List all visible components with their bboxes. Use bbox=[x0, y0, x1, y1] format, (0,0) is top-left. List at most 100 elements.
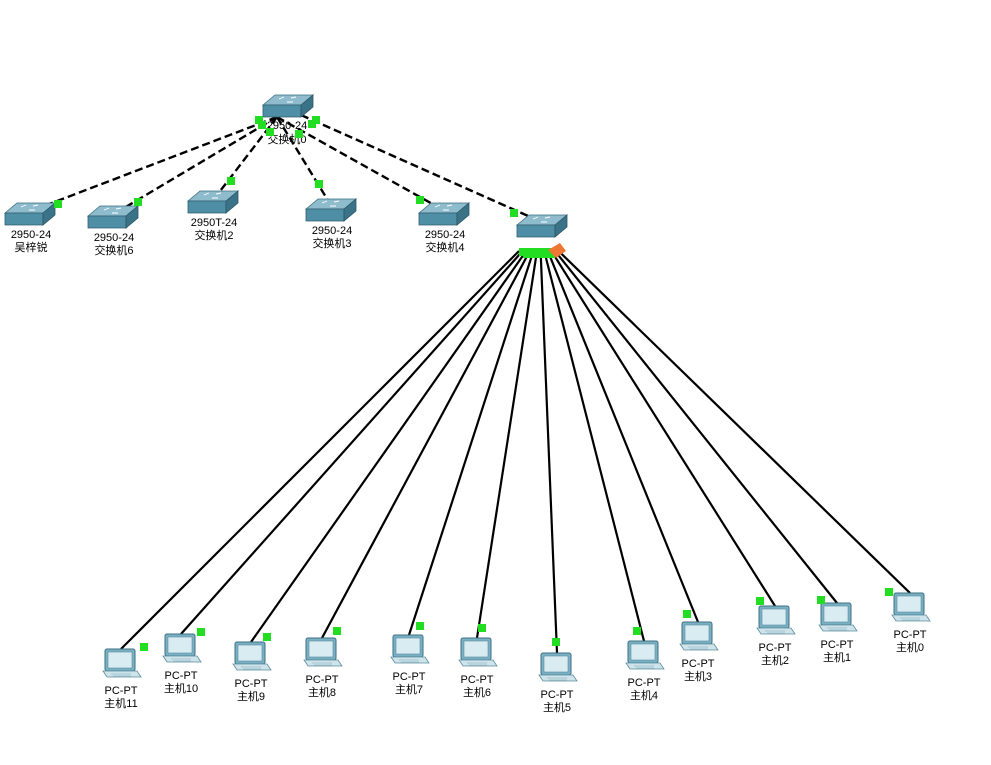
trunk-link-distribution[interactable] bbox=[300, 113, 536, 221]
host-model-h1: PC-PT bbox=[821, 639, 854, 651]
access-link-h4[interactable] bbox=[543, 250, 646, 642]
host-h0[interactable] bbox=[891, 592, 931, 622]
keyboard-keys bbox=[467, 662, 487, 666]
monitor-screen bbox=[463, 640, 489, 658]
host-model-h4: PC-PT bbox=[628, 677, 661, 689]
access-link-h8[interactable] bbox=[321, 250, 531, 639]
switch-side-face bbox=[343, 198, 357, 222]
access-switch-name-s6: 交换机6 bbox=[94, 243, 133, 257]
switch-arrows-icon bbox=[278, 96, 297, 103]
host-h10[interactable] bbox=[162, 633, 202, 663]
port-light-h7 bbox=[416, 622, 424, 630]
host-model-h2: PC-PT bbox=[759, 642, 792, 654]
host-h9[interactable] bbox=[232, 641, 272, 671]
port-light-dist-blocked bbox=[548, 243, 566, 258]
host-model-h5: PC-PT bbox=[541, 689, 574, 701]
trunk-link-s4[interactable] bbox=[276, 115, 446, 213]
switch-arrows-icon bbox=[321, 200, 340, 207]
distribution-switch[interactable] bbox=[515, 214, 569, 238]
access-link-h9[interactable] bbox=[250, 250, 528, 643]
access-switch-name-s-wu: 吴梓锐 bbox=[15, 240, 48, 254]
switch-side-face bbox=[300, 94, 314, 118]
access-switch-s3[interactable] bbox=[304, 198, 358, 222]
port-light-dist-access bbox=[510, 209, 518, 217]
access-link-h10[interactable] bbox=[180, 250, 524, 635]
access-switch-model-s2: 2950T-24 bbox=[191, 217, 237, 229]
port-light-s3-access bbox=[315, 180, 323, 188]
access-switch-s-wu[interactable] bbox=[3, 202, 57, 226]
access-link-h11[interactable] bbox=[120, 250, 520, 650]
host-h3[interactable] bbox=[679, 621, 719, 651]
access-link-h1[interactable] bbox=[554, 250, 838, 604]
access-link-h7[interactable] bbox=[407, 250, 535, 636]
switch-side-face bbox=[456, 202, 470, 226]
port-light-h1 bbox=[817, 596, 825, 604]
host-model-h10: PC-PT bbox=[165, 670, 198, 682]
trunk-link-s-wu[interactable] bbox=[30, 115, 278, 213]
access-switch-name-s3: 交换机3 bbox=[312, 236, 351, 250]
access-switch-s2[interactable] bbox=[186, 190, 240, 214]
port-light-s3-core bbox=[295, 130, 303, 138]
host-h7[interactable] bbox=[390, 634, 430, 664]
host-model-h11: PC-PT bbox=[105, 685, 138, 697]
monitor-screen bbox=[395, 637, 421, 655]
access-link-h5[interactable] bbox=[539, 250, 559, 654]
port-light-h6 bbox=[478, 624, 486, 632]
switch-arrows-icon bbox=[103, 207, 122, 214]
host-model-h0: PC-PT bbox=[894, 629, 927, 641]
host-name-h9: 主机9 bbox=[237, 689, 265, 703]
switch-arrows-icon bbox=[434, 204, 453, 211]
monitor-screen bbox=[896, 595, 922, 613]
monitor-screen bbox=[823, 605, 849, 623]
switch-arrows-icon bbox=[20, 204, 39, 211]
host-name-h11: 主机11 bbox=[104, 696, 137, 710]
host-name-h1: 主机1 bbox=[823, 650, 851, 664]
port-light-h8 bbox=[333, 627, 341, 635]
monitor-screen bbox=[167, 636, 193, 654]
host-h2[interactable] bbox=[756, 605, 796, 635]
switch-front-face bbox=[516, 224, 556, 238]
port-light-s2-core bbox=[266, 128, 274, 136]
port-light-s-wu-access bbox=[54, 200, 62, 208]
access-link-h3[interactable] bbox=[546, 250, 700, 623]
access-link-h0[interactable] bbox=[557, 250, 911, 594]
keyboard-keys bbox=[634, 665, 654, 669]
core-switch[interactable] bbox=[261, 94, 315, 118]
monitor-screen bbox=[543, 655, 569, 673]
keyboard-keys bbox=[547, 677, 567, 681]
access-link-h2[interactable] bbox=[550, 250, 776, 607]
host-h4[interactable] bbox=[625, 640, 665, 670]
trunk-link-s6[interactable] bbox=[113, 115, 278, 216]
host-h11[interactable] bbox=[102, 648, 142, 678]
port-light-h0 bbox=[885, 588, 893, 596]
ports-layer bbox=[54, 116, 893, 651]
host-h5[interactable] bbox=[538, 652, 578, 682]
port-light-h3 bbox=[683, 610, 691, 618]
monitor-screen bbox=[107, 651, 133, 669]
access-switch-s6[interactable] bbox=[86, 205, 140, 229]
port-light-h10 bbox=[197, 628, 205, 636]
host-model-h9: PC-PT bbox=[235, 678, 268, 690]
port-light-h4 bbox=[633, 627, 641, 635]
trunk-link-s3[interactable] bbox=[275, 116, 334, 208]
host-name-h10: 主机10 bbox=[164, 681, 198, 695]
port-light-s2-access bbox=[227, 177, 235, 185]
switch-side-face bbox=[42, 202, 56, 226]
host-name-h4: 主机4 bbox=[630, 688, 658, 702]
switch-front-face bbox=[262, 104, 302, 118]
host-model-h8: PC-PT bbox=[306, 674, 339, 686]
host-name-h3: 主机3 bbox=[684, 669, 712, 683]
port-light-h9 bbox=[263, 633, 271, 641]
access-link-h6[interactable] bbox=[475, 250, 539, 639]
host-h8[interactable] bbox=[303, 637, 343, 667]
switch-front-face bbox=[418, 212, 458, 226]
host-name-h7: 主机7 bbox=[395, 682, 423, 696]
host-h6[interactable] bbox=[458, 637, 498, 667]
host-h1[interactable] bbox=[818, 602, 858, 632]
access-switch-s4[interactable] bbox=[417, 202, 471, 226]
host-model-h7: PC-PT bbox=[393, 671, 426, 683]
host-model-h6: PC-PT bbox=[461, 674, 494, 686]
host-name-h6: 主机6 bbox=[463, 685, 491, 699]
monitor-screen bbox=[761, 608, 787, 626]
